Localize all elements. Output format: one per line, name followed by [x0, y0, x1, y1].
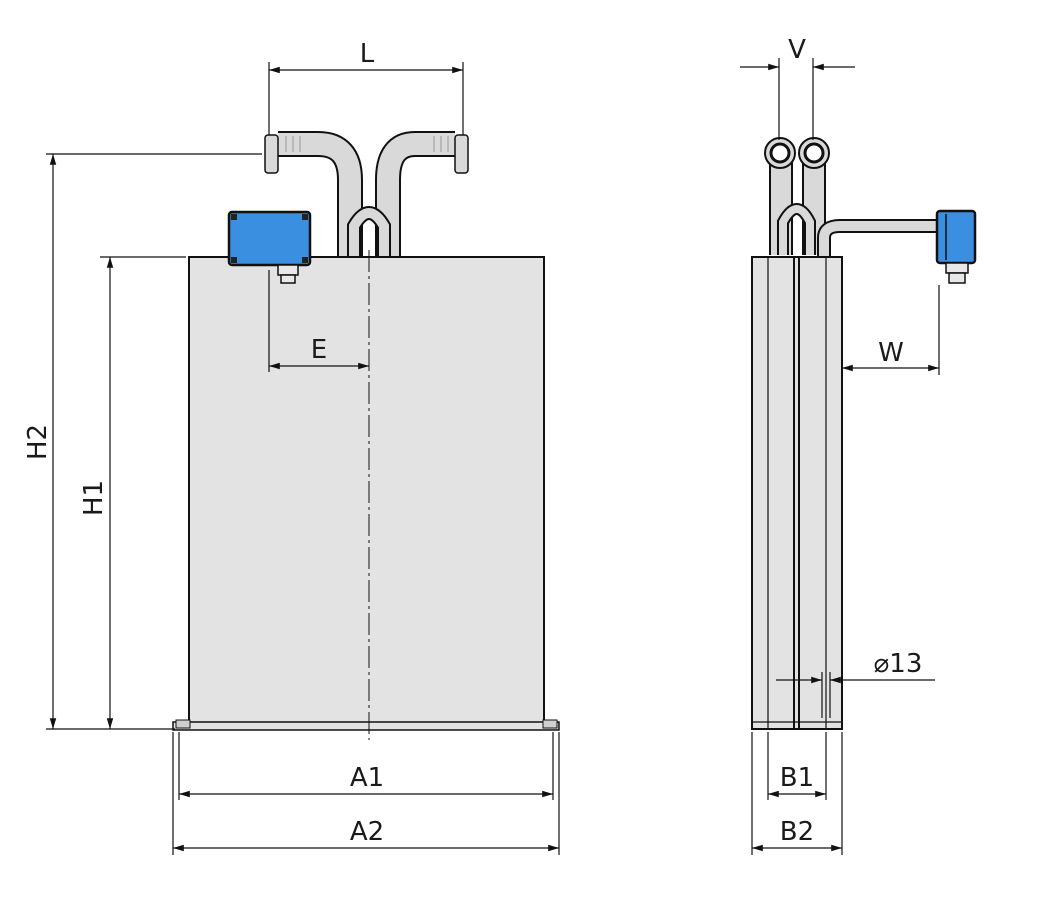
- dim-label-diameter: ⌀13: [874, 649, 923, 679]
- dim-label-B2: B2: [780, 817, 814, 847]
- side-pipes: [764, 137, 940, 256]
- side-view: [751, 137, 977, 730]
- side-body: [751, 256, 843, 730]
- junction-box: [227, 210, 312, 284]
- front-body: [188, 256, 545, 728]
- left-flange: [264, 134, 279, 174]
- dim-label-A1: A1: [350, 763, 384, 793]
- dim-label-B1: B1: [780, 763, 814, 793]
- dim-label-L: L: [360, 39, 375, 69]
- dim-label-H2: H2: [23, 424, 53, 460]
- front-view: [172, 131, 560, 740]
- dim-label-H1: H1: [79, 480, 109, 516]
- right-flange: [454, 134, 469, 174]
- dim-label-W: W: [878, 338, 904, 368]
- right-foot: [542, 719, 558, 729]
- side-junction-box: [935, 209, 977, 284]
- front-base-plate: [172, 721, 560, 731]
- front-dimensions: L E H2 H1 A1 A2: [23, 39, 560, 855]
- left-foot: [175, 719, 191, 729]
- dim-label-A2: A2: [350, 817, 384, 847]
- dim-label-V: V: [788, 35, 806, 65]
- front-pipes: [264, 131, 469, 256]
- side-dimensions: V W ⌀13 B1 B2: [740, 35, 940, 855]
- dim-label-E: E: [311, 335, 327, 365]
